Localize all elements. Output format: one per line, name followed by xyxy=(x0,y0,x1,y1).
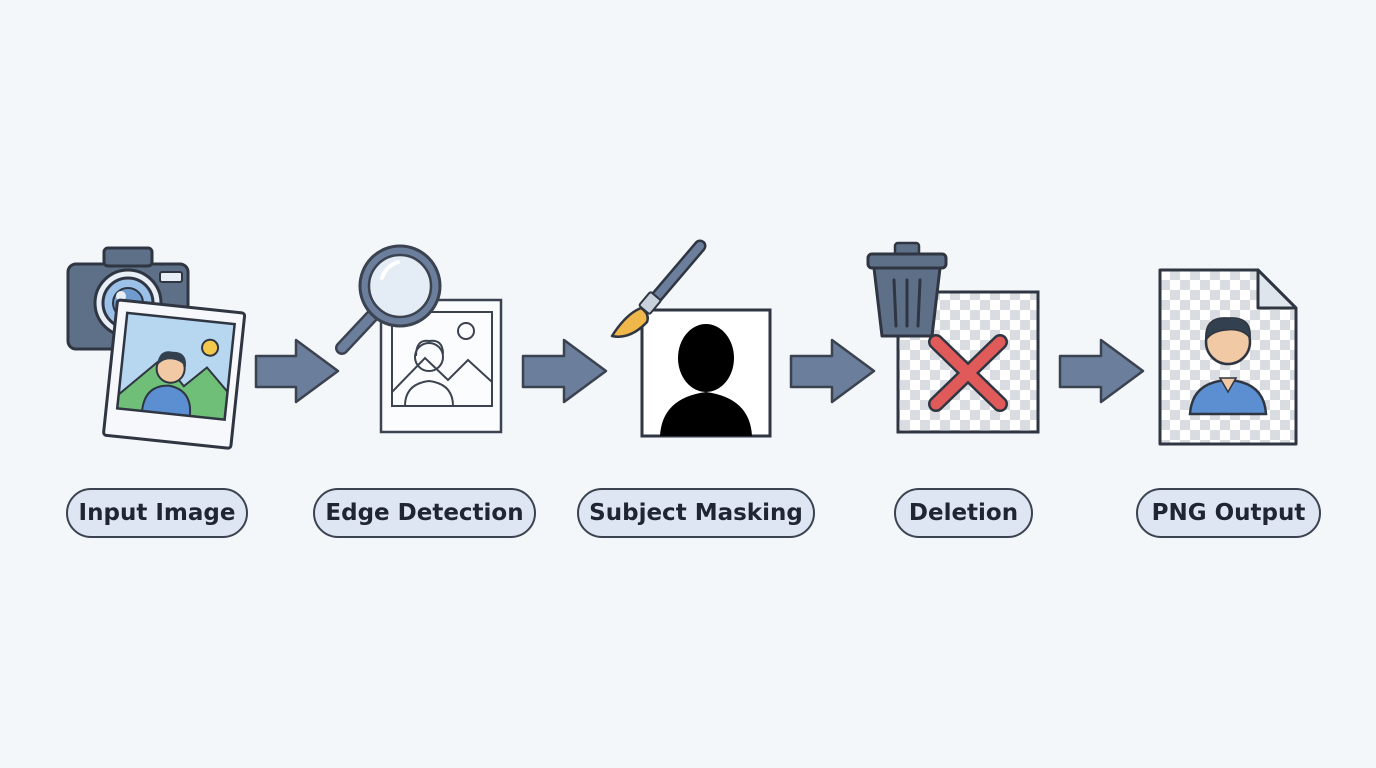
delete-x-icon xyxy=(928,334,1008,412)
magnifier-icon xyxy=(335,244,442,355)
paintbrush-icon xyxy=(610,239,707,338)
brush-silhouette-icon xyxy=(610,239,772,438)
magnifier-outline-icon xyxy=(335,244,503,434)
flow-arrow-2 xyxy=(521,338,608,404)
photo-icon xyxy=(102,298,247,450)
step-label-subject-masking: Subject Masking xyxy=(577,488,815,538)
step-label-png-output: PNG Output xyxy=(1136,488,1321,538)
step-label-deletion: Deletion xyxy=(894,488,1033,538)
step-label-input-image: Input Image xyxy=(66,488,248,538)
camera-photo-icon xyxy=(66,246,247,450)
flow-arrow-3 xyxy=(789,338,876,404)
trash-can-icon xyxy=(866,241,948,338)
trash-x-icon xyxy=(866,241,1040,434)
flow-arrow-1 xyxy=(254,338,340,404)
person-icon xyxy=(1188,317,1268,416)
step-label-edge-detection: Edge Detection xyxy=(313,488,536,538)
transparent-file-icon xyxy=(1158,268,1298,446)
flow-arrow-4 xyxy=(1058,338,1145,404)
